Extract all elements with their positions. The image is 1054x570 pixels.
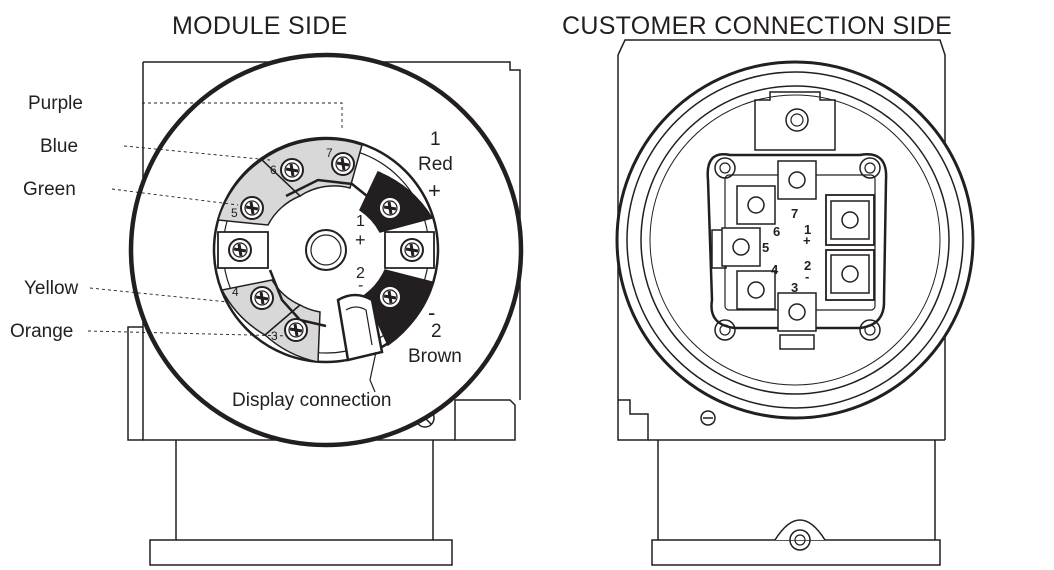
customer-terminal-4 [736, 270, 776, 310]
terminal-7-screw [330, 151, 356, 177]
terminal-4-screw [249, 285, 275, 311]
left-tab-screw [227, 237, 253, 263]
customer-terminal-positive [830, 200, 870, 240]
module-side-title: MODULE SIDE [172, 12, 348, 40]
customer-polarity-1-label: 1 [804, 222, 811, 237]
orange-wire-label: Orange [10, 321, 74, 342]
terminal-negative-screw [377, 284, 403, 310]
module-side-drawing [87, 52, 524, 566]
module-terminal-6-label: 6 [270, 163, 277, 177]
module-inner-2-label: 2 [356, 265, 365, 282]
customer-polarity-plus-label: + [803, 233, 811, 248]
brown-wire-label: Brown [408, 346, 462, 367]
module-terminal-3-label: 3 [271, 329, 278, 343]
customer-side-drawing [615, 39, 975, 566]
module-terminal-7-label: 7 [326, 146, 333, 160]
customer-terminal-7-label: 7 [791, 206, 798, 221]
customer-terminal-4-label: 4 [771, 262, 779, 277]
terminal-6-screw [279, 157, 305, 183]
module-inner-minus-label: - [358, 277, 363, 294]
customer-terminal-3-label: 3 [791, 280, 798, 295]
customer-terminal-7 [777, 160, 817, 200]
red-wire-label: Red [418, 154, 453, 175]
customer-terminal-5 [721, 227, 761, 267]
module-terminal-4-label: 4 [232, 285, 239, 299]
customer-terminal-3 [777, 292, 817, 332]
customer-terminal-6 [736, 185, 776, 225]
customer-polarity-2-label: 2 [804, 258, 811, 273]
blue-wire-label: Blue [40, 136, 79, 157]
module-terminal-5-label: 5 [231, 206, 238, 220]
display-connection-label: Display connection [232, 390, 392, 411]
module-inner-plus-label: + [355, 230, 366, 250]
positive-number-label: 1 [430, 129, 441, 150]
purple-wire-label: Purple [28, 93, 83, 114]
green-wire-label: Green [23, 179, 76, 200]
customer-polarity-minus-label: - [805, 269, 809, 284]
customer-terminal-negative [830, 254, 870, 294]
module-inner-1-label: 1 [356, 213, 365, 230]
customer-terminal-5-label: 5 [762, 240, 769, 255]
customer-terminal-6-label: 6 [773, 224, 780, 239]
customer-side-title: CUSTOMER CONNECTION SIDE [562, 12, 953, 40]
terminal-3-screw [283, 317, 309, 343]
right-tab-screw [399, 237, 425, 263]
terminal-5-screw [239, 195, 265, 221]
negative-number-label: 2 [431, 321, 442, 342]
positive-sign-label: + [428, 178, 441, 203]
terminal-positive-screw [377, 195, 403, 221]
yellow-wire-label: Yellow [24, 278, 79, 299]
negative-sign-label: - [428, 300, 436, 325]
